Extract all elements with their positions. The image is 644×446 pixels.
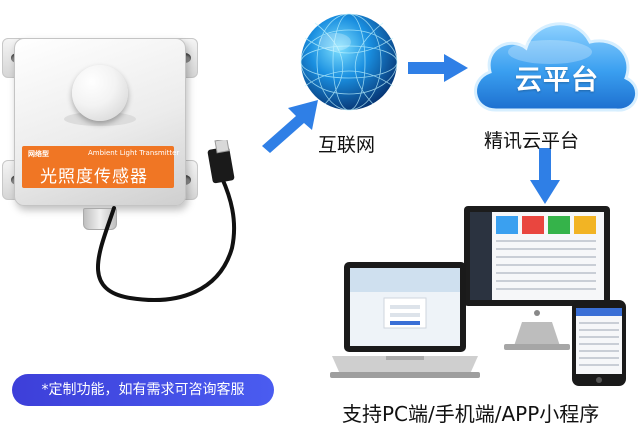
sensor-cable — [96, 140, 237, 302]
sensor-english-label: Ambient Light Transmitter — [88, 149, 180, 157]
arrow-icon — [408, 54, 468, 82]
sensor-label-panel: 网络型 Ambient Light Transmitter 光照度传感器 — [22, 146, 179, 188]
platform-label: 精讯云平台 — [484, 130, 580, 152]
sensor-name-label: 光照度传感器 — [40, 167, 148, 187]
light-sensor-device: 网络型 Ambient Light Transmitter 光照度传感器 — [0, 20, 200, 230]
laptop-icon — [330, 262, 480, 378]
internet-label: 互联网 — [318, 134, 376, 156]
custom-feature-notice: *定制功能，如有需求可咨询客服 — [12, 374, 274, 406]
globe-icon — [300, 13, 398, 111]
monitor-icon — [464, 206, 610, 350]
cloud-platform-node: 云平台 — [466, 6, 642, 122]
cable-connector — [207, 146, 235, 184]
sensor-type-label: 网络型 — [28, 150, 49, 158]
phone-icon — [572, 300, 626, 386]
light-dome — [72, 65, 128, 121]
cloud-badge-text: 云平台 — [515, 65, 599, 96]
cloud-icon — [474, 22, 638, 112]
arrow-icon — [530, 148, 560, 204]
clients-label: 支持PC端/手机端/APP小程序 — [342, 402, 600, 426]
arrow-icon — [262, 100, 318, 153]
